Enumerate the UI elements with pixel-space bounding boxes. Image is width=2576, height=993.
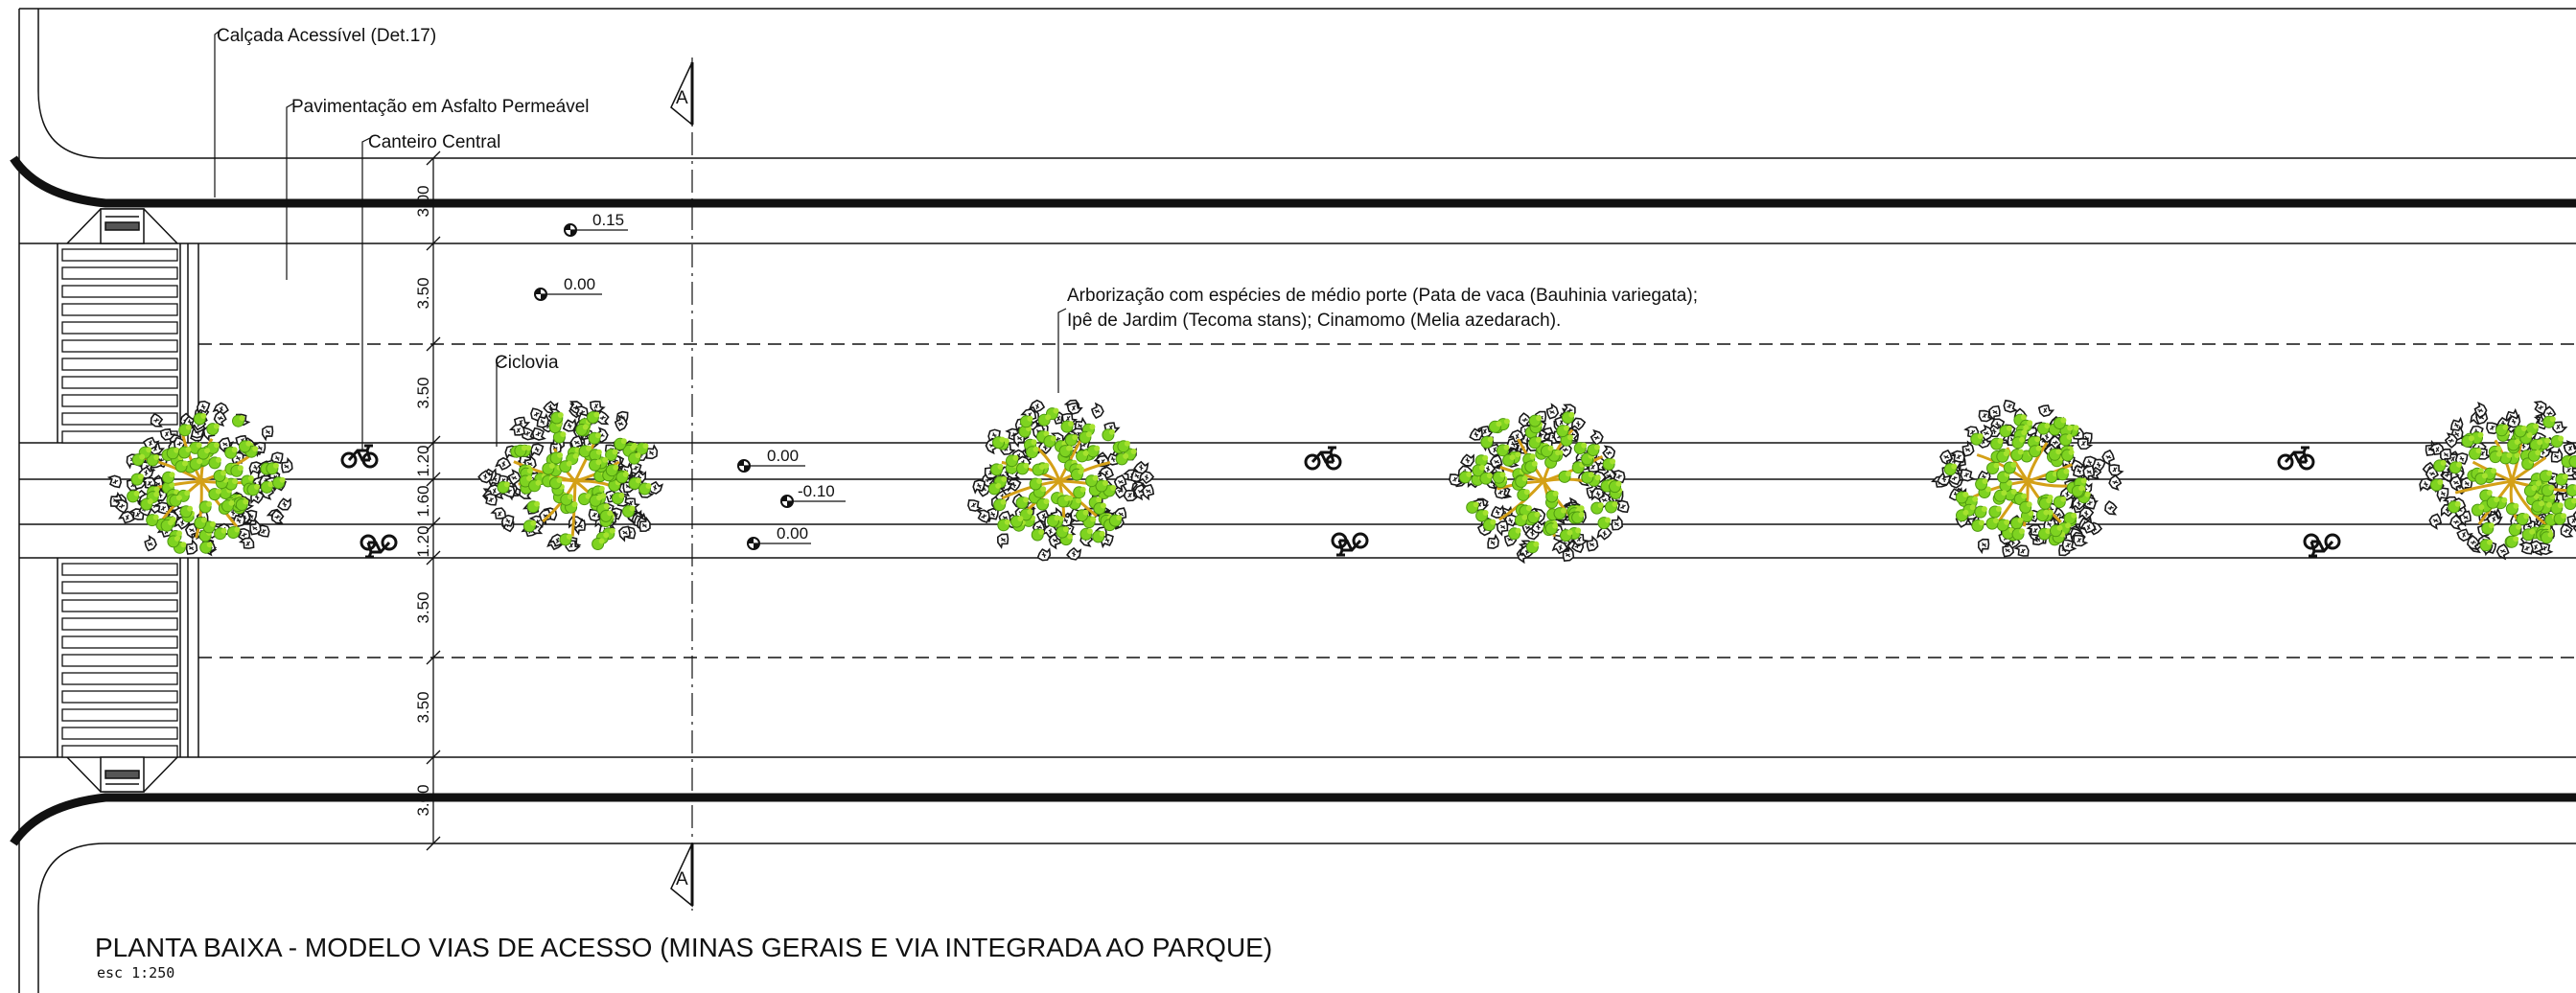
bicycle-icon — [2303, 533, 2341, 558]
tree-icon — [963, 396, 1158, 564]
label-arborizacao-2: Ipê de Jardim (Tecoma stans); Cinamomo (… — [1067, 311, 1561, 331]
tree-icon — [2417, 399, 2576, 561]
crosswalk-stripe — [61, 563, 178, 576]
crosswalk-stripe — [61, 412, 178, 426]
bicycle-icon — [2277, 446, 2315, 471]
crosswalk-stripe — [61, 248, 178, 262]
crosswalk-stripe — [61, 708, 178, 722]
dimension-label: 1.20 — [414, 525, 432, 557]
ramp-bottom — [66, 756, 178, 793]
leader-lines — [214, 28, 1067, 450]
elevation-marker-icon: 0.00 — [534, 275, 602, 301]
crosswalk-stripe — [61, 617, 178, 631]
tree-icon — [105, 398, 296, 558]
tree-icon — [1930, 396, 2124, 562]
elevation-label: 0.00 — [564, 275, 595, 293]
crosswalk-stripe — [61, 339, 178, 353]
road-lines — [19, 242, 2576, 758]
dimension-label: 3.00 — [414, 185, 432, 217]
crosswalk-stripe — [61, 635, 178, 649]
dimension-label: 3.50 — [414, 277, 432, 309]
block-bottom — [37, 843, 2576, 993]
dimension-label: 3.00 — [414, 784, 432, 816]
bicycle-icon — [360, 534, 398, 559]
crosswalk-stripe — [61, 430, 178, 444]
elevation-label: -0.10 — [798, 482, 835, 500]
dimension-label: 1.20 — [414, 445, 432, 476]
elevation-label: 0.15 — [592, 211, 624, 229]
bicycle-icon — [340, 444, 379, 469]
tree-icon — [477, 396, 663, 555]
elevation-label: 0.00 — [777, 524, 808, 543]
crosswalk-stripe — [61, 303, 178, 316]
label-calcada: Calçada Acessível (Det.17) — [217, 26, 436, 46]
bicycle-icon — [1304, 446, 1342, 471]
crosswalk-stripe — [61, 690, 178, 704]
dimension-label: 3.50 — [414, 691, 432, 723]
block-top — [37, 9, 2576, 159]
crosswalk-stripe — [61, 321, 178, 335]
crosswalk-stripe — [61, 376, 178, 389]
drawing-frame — [18, 8, 2576, 993]
dimension-line — [426, 150, 441, 851]
label-pavimentacao: Pavimentação em Asfalto Permeável — [291, 97, 590, 117]
dimension-label: 3.50 — [414, 591, 432, 623]
ramp-top — [66, 208, 178, 244]
crosswalk-stripe — [61, 654, 178, 667]
crosswalk-stripe — [61, 285, 178, 298]
crosswalk-bottom — [61, 563, 178, 758]
label-ciclovia: Ciclovia — [495, 353, 559, 373]
section-marker-top: A — [676, 88, 688, 108]
drawing-scale: esc 1:250 — [97, 964, 175, 981]
drawing-title: PLANTA BAIXA - MODELO VIAS DE ACESSO (MI… — [95, 933, 1273, 962]
dimension-labels: 3.00 3.50 3.50 1.20 1.60 1.20 3.50 3.50 … — [414, 185, 432, 816]
curb-top — [10, 155, 2576, 208]
tree-icon — [1446, 402, 1633, 566]
crosswalk-top — [61, 248, 178, 444]
crosswalk-stripe — [61, 727, 178, 740]
crosswalk-stripe — [61, 745, 178, 758]
elevation-marker-icon: 0.00 — [737, 447, 805, 473]
bicycle-icon — [1331, 532, 1369, 557]
section-cut-icon: A — [670, 61, 694, 127]
elevation-marker-icon: -0.10 — [780, 482, 846, 508]
elevation-marker-icon: 0.00 — [747, 524, 811, 550]
dimension-label: 3.50 — [414, 377, 432, 408]
section-cut-icon: A — [670, 843, 694, 908]
crosswalk-stripe — [61, 581, 178, 594]
label-canteiro: Canteiro Central — [368, 132, 500, 152]
dimension-label: 1.60 — [414, 485, 432, 517]
curb-bottom — [10, 793, 2576, 846]
crosswalk-stripe — [61, 266, 178, 280]
section-marker-bottom: A — [676, 869, 688, 889]
label-arborizacao-1: Arborização com espécies de médio porte … — [1067, 286, 1698, 306]
elevation-label: 0.00 — [767, 447, 799, 465]
crosswalk-stripe — [61, 672, 178, 685]
crosswalk-stripe — [61, 599, 178, 612]
crosswalk-stripe — [61, 394, 178, 407]
crosswalk-stripe — [61, 358, 178, 371]
elevation-marker-icon: 0.15 — [564, 211, 628, 237]
